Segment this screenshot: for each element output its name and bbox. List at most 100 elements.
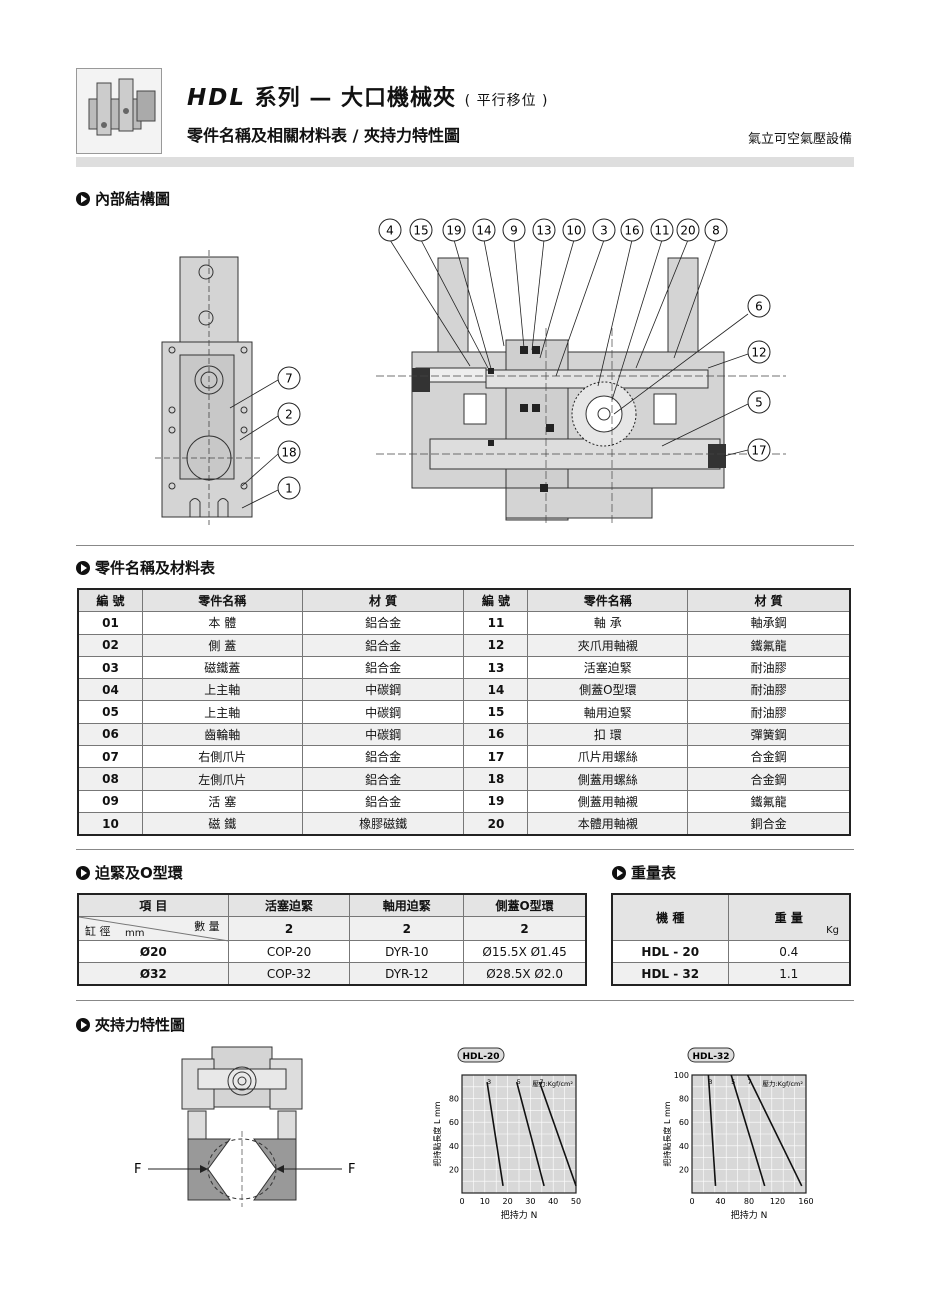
material-cell: 耐油膠 [687, 678, 850, 702]
header-divider [76, 157, 854, 167]
part-name-cell: 活 塞 [141, 789, 303, 813]
title-model: HDL [187, 85, 246, 111]
series-label: 7 [748, 1078, 752, 1086]
callout-6: 6 [747, 294, 771, 318]
series-label: 7 [539, 1078, 543, 1086]
part-no-cell: 13 [463, 655, 529, 680]
part-name-cell: 本 體 [141, 611, 303, 635]
series-label: 5 [517, 1078, 521, 1086]
part-name-cell: 齒輪軸 [141, 722, 303, 747]
page-subtitle: 零件名稱及相關材料表 / 夾持力特性圖 [187, 126, 460, 145]
svg-text:10: 10 [566, 224, 581, 238]
material-cell: 鋁合金 [301, 745, 465, 769]
series-line-3 [486, 1081, 504, 1187]
x-tick-label: 50 [571, 1197, 581, 1206]
svg-text:2: 2 [285, 408, 293, 422]
part-no-cell: 07 [78, 745, 143, 769]
callout-12: 12 [747, 340, 771, 364]
x-axis-label: 把持力 N [501, 1209, 538, 1221]
svg-text:20: 20 [680, 224, 695, 238]
svg-text:9: 9 [510, 224, 518, 238]
section-parts-label: 零件名稱及材料表 [95, 559, 216, 577]
svg-text:19: 19 [446, 224, 461, 238]
x-tick-label: 10 [480, 1197, 490, 1206]
part-no-cell: 08 [78, 767, 143, 791]
callout-4: 4 [378, 218, 402, 242]
divider [76, 545, 854, 546]
material-cell: 耐油膠 [687, 700, 850, 724]
series-label: 3 [487, 1078, 491, 1086]
y-axis-label: 把持點長度 L mm [662, 1101, 672, 1166]
part-no-cell: 18 [463, 767, 529, 791]
weight-unit: Kg [826, 925, 839, 936]
table-header-row: 項 目 活塞迫緊 軸用迫緊 側蓋O型環 [78, 894, 586, 917]
material-cell: 鋁合金 [301, 611, 465, 635]
series-line-7 [538, 1081, 577, 1187]
part-no-cell: 12 [463, 633, 529, 657]
header-part-name: 零件名稱 [527, 588, 689, 613]
callout-18: 18 [277, 440, 301, 464]
chart-title: HDL-32 [693, 1052, 730, 1062]
rod-seal-cell: DYR-10 [349, 940, 465, 963]
part-name-cell: 左側爪片 [141, 767, 303, 791]
callout-17: 17 [747, 438, 771, 462]
product-thumbnail [76, 68, 162, 154]
callout-16: 16 [620, 218, 644, 242]
gripper-force-diagram: F F [134, 1046, 355, 1207]
seal-table: 項 目 活塞迫緊 軸用迫緊 側蓋O型環 數 量 缸 徑 mm 2 2 2 Ø20… [77, 893, 587, 986]
table-row: HDL - 32 1.1 [612, 962, 851, 985]
qty-oring: 2 [463, 916, 586, 941]
series-label: 3 [708, 1078, 712, 1086]
callout-8: 8 [704, 218, 728, 242]
x-tick-label: 30 [525, 1197, 535, 1206]
x-tick-label: 0 [459, 1197, 464, 1206]
header-material: 材 質 [301, 588, 465, 613]
section-force-title: 夾持力特性圖 [76, 1014, 185, 1035]
part-name-cell: 磁鐵蓋 [141, 655, 303, 680]
section-structure-title: 內部結構圖 [76, 188, 170, 209]
section-seals-title: 迫緊及O型環 [76, 862, 183, 883]
callout-19: 19 [442, 218, 466, 242]
part-name-cell: 軸 承 [527, 611, 689, 635]
oring-cell: Ø28.5X Ø2.0 [463, 962, 586, 985]
y-tick-label: 20 [449, 1165, 459, 1174]
material-cell: 銅合金 [687, 811, 850, 836]
section-seals-label: 迫緊及O型環 [95, 864, 183, 882]
series-line-3 [707, 1074, 717, 1186]
callout-11: 11 [650, 218, 674, 242]
part-no-cell: 10 [78, 811, 143, 836]
header-rod-seal: 軸用迫緊 [349, 894, 465, 917]
y-tick-label: 100 [674, 1071, 689, 1080]
svg-text:6: 6 [755, 300, 763, 314]
diagonal-line [78, 916, 230, 942]
part-name-cell: 夾爪用軸襯 [527, 633, 689, 657]
svg-text:17: 17 [751, 444, 766, 458]
svg-text:13: 13 [536, 224, 551, 238]
table-row: Ø20 COP-20 DYR-10 Ø15.5X Ø1.45 [78, 940, 586, 963]
header-part-name: 零件名稱 [141, 588, 303, 613]
qty-piston: 2 [227, 916, 351, 941]
oring-cell: Ø15.5X Ø1.45 [463, 940, 586, 963]
part-name-cell: 上主軸 [141, 700, 303, 724]
part-no-cell: 02 [78, 633, 143, 657]
plot-frame [691, 1074, 807, 1194]
material-cell: 彈簧鋼 [687, 722, 850, 747]
part-name-cell: 側蓋用螺絲 [527, 767, 689, 791]
section-weight-label: 重量表 [631, 864, 677, 882]
series-line-5 [730, 1074, 766, 1187]
header-no: 編 號 [78, 588, 143, 613]
part-no-cell: 04 [78, 678, 143, 702]
svg-text:8: 8 [712, 224, 720, 238]
section-weight-title: 重量表 [612, 862, 676, 883]
material-cell: 鐵氟龍 [687, 633, 850, 657]
header-weight: 重 量 Kg [727, 894, 851, 941]
callout-15: 15 [409, 218, 433, 242]
callout-13: 13 [532, 218, 556, 242]
material-cell: 中碳鋼 [301, 678, 465, 702]
svg-text:3: 3 [600, 224, 608, 238]
side-view-callouts: 7 2 18 1 [277, 366, 301, 500]
part-name-cell: 上主軸 [141, 678, 303, 702]
